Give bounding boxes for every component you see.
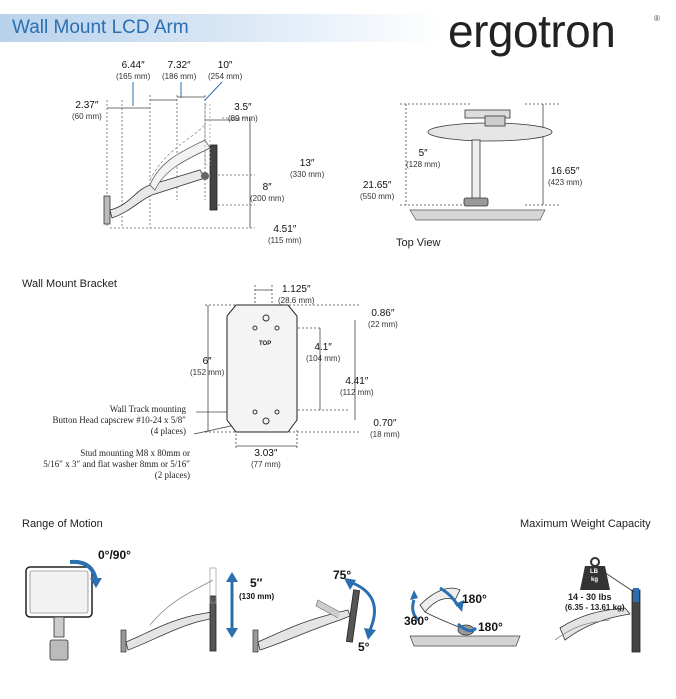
pan-180-b-label: 180° (478, 620, 503, 634)
lift-mm-label: (130 mm) (239, 592, 275, 601)
dim-side-2: 7.32″(186 mm) (162, 60, 197, 81)
dim-side-7: 8″(200 mm) (250, 182, 285, 203)
lift-label: 5″ (250, 576, 263, 590)
max-weight-label: Maximum Weight Capacity (520, 518, 651, 530)
range-of-motion-label: Range of Motion (22, 518, 103, 530)
weight-range-kg-label: (6.35 - 13.61 kg) (565, 603, 625, 612)
header-band (0, 14, 440, 42)
top-view-label: Top View (396, 237, 441, 249)
rotate-arrow-icon (69, 559, 98, 581)
dim-top-2: 21.65″(550 mm) (360, 180, 395, 201)
pan-360-label: 360° (404, 614, 429, 628)
rotation-label: 0°/90° (98, 548, 131, 562)
tilt-down-label: 5° (358, 640, 370, 654)
dim-side-8: 4.51″(115 mm) (268, 224, 302, 245)
bracket-top-text: TOP (259, 341, 272, 347)
dim-side-5: 3.5″(89 mm) (228, 102, 258, 123)
registered-mark: ® (654, 14, 660, 23)
note-stud-mount: Stud mounting M8 x 80mm or 5/16″ x 3″ an… (43, 448, 190, 480)
weight-range-label: 14 - 30 lbs (568, 592, 612, 602)
dim-side-4: 2.37″(60 mm) (72, 100, 102, 121)
weight-icon-bottom-text: kg (591, 577, 599, 583)
dim-bracket-1: 1.125″(28.6 mm) (278, 284, 315, 305)
dim-side-1: 6.44″(165 mm) (116, 60, 151, 81)
lift-arrow-icon (226, 572, 238, 638)
pan-180-a-label: 180° (462, 592, 487, 606)
note-wall-track: Wall Track mounting Button Head capscrew… (52, 404, 186, 436)
weight-icon (580, 557, 610, 590)
dim-bracket-3: 6″(152 mm) (190, 356, 225, 377)
dim-side-6: 13″(330 mm) (290, 158, 325, 179)
dim-bracket-5: 4.41″(112 mm) (340, 376, 374, 397)
dim-top-1: 5″(128 mm) (406, 148, 441, 169)
page-title: Wall Mount LCD Arm (12, 17, 189, 38)
dim-top-3: 16.65″(423 mm) (548, 166, 583, 187)
dim-bracket-6: 0.70″(18 mm) (370, 418, 400, 439)
dim-bracket-7: 3.03″(77 mm) (251, 448, 281, 469)
weight-icon-top-text: LB (590, 569, 598, 575)
tilt-arrow-icon (349, 580, 376, 631)
dim-side-3: 10″(254 mm) (208, 60, 243, 81)
dim-bracket-4: 4.1″(104 mm) (306, 342, 341, 363)
tilt-up-label: 75° (333, 568, 352, 582)
bracket-label: Wall Mount Bracket (22, 278, 117, 290)
dim-bracket-2: 0.86″(22 mm) (368, 308, 398, 329)
ergotron-logo: ergotron (448, 5, 616, 57)
